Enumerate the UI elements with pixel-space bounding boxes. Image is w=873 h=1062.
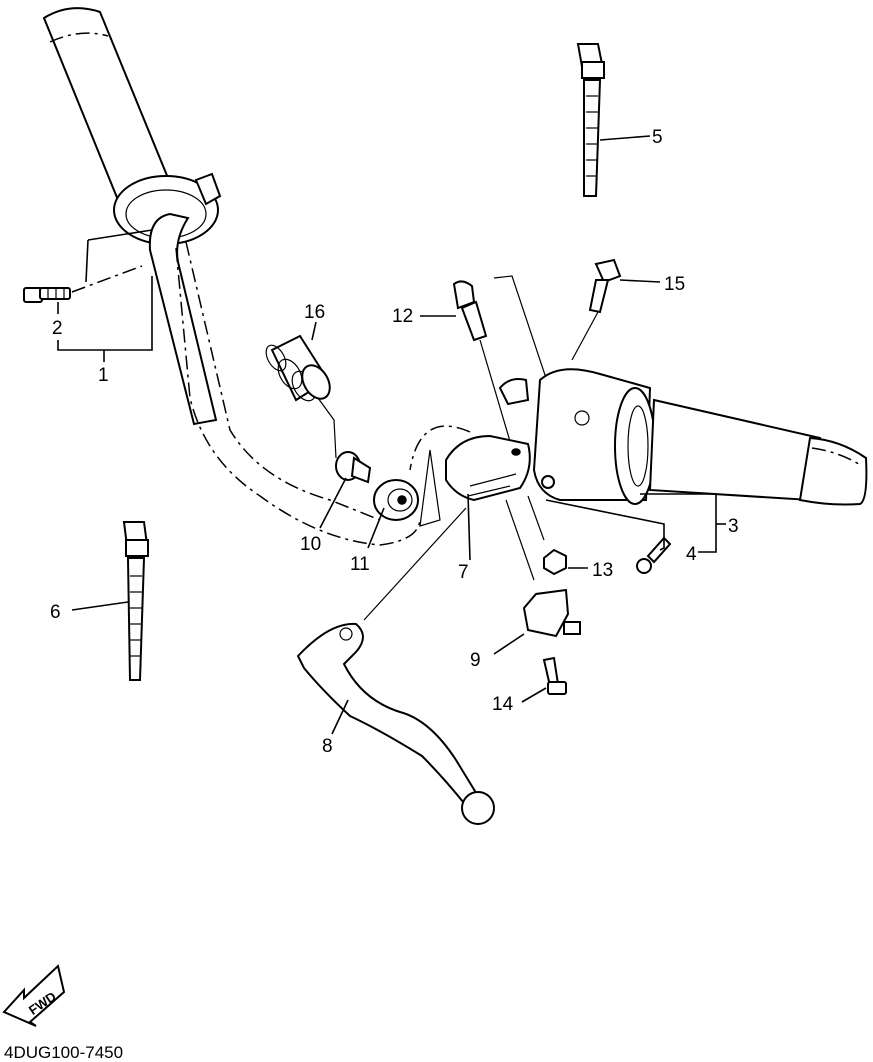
left-handlebar-grip — [42, 7, 421, 546]
callout-16: 16 — [304, 302, 325, 323]
adjuster-part-10 — [335, 451, 372, 484]
clutch-switch-part-9 — [505, 499, 581, 638]
bolt-part-2 — [23, 265, 143, 303]
bolt-part-15 — [571, 258, 622, 361]
fwd-arrow-icon: FWD — [2, 964, 66, 1027]
callout-11: 11 — [350, 554, 370, 575]
callout-4: 4 — [686, 544, 697, 565]
nut-part-13 — [527, 495, 567, 576]
callout-5: 5 — [652, 127, 663, 148]
callout-2: 2 — [52, 318, 63, 339]
callout-15: 15 — [664, 274, 685, 295]
callout-14: 14 — [492, 694, 514, 715]
cable-boot-part-16 — [265, 334, 337, 459]
callout-1: 1 — [98, 365, 109, 386]
lever-holder-part-7 — [409, 425, 531, 527]
callout-13: 13 — [592, 560, 613, 581]
screw-part-14 — [542, 656, 567, 695]
callout-6: 6 — [50, 602, 61, 623]
callout-3: 3 — [728, 516, 739, 537]
pivot-bolt-part-12 — [452, 280, 513, 449]
callout-8: 8 — [322, 736, 333, 757]
switch-housing-part-3 — [493, 275, 656, 505]
clutch-lever-part-8 — [296, 507, 495, 825]
callout-12: 12 — [392, 306, 413, 327]
cable-tie-part-6 — [122, 521, 150, 681]
screw-part-4 — [636, 536, 672, 574]
callout-9: 9 — [470, 650, 481, 671]
diagram-code: 4DUG100-7450 — [4, 1043, 123, 1062]
callout-10: 10 — [300, 534, 321, 555]
cable-tie-part-5 — [576, 43, 606, 197]
leader-lines — [57, 135, 726, 735]
right-handlebar-end — [648, 398, 868, 506]
locknut-part-11 — [373, 479, 419, 521]
callout-7: 7 — [458, 562, 469, 583]
